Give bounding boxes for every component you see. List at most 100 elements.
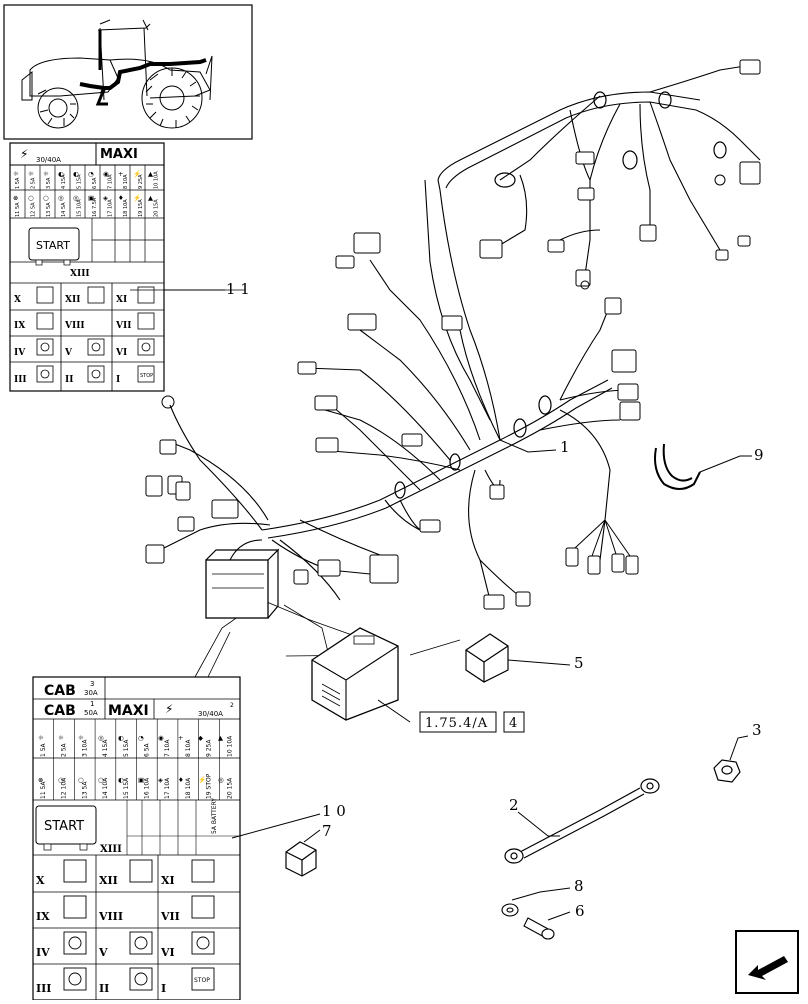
upper-fuse-label: 1 5A (15, 177, 21, 189)
upper-fuse-label: 8 10A (123, 174, 129, 189)
upper-fuse-label: 2 5A (30, 177, 36, 189)
svg-text:▣: ▣ (88, 194, 94, 202)
upper-vii: VII (115, 321, 131, 331)
svg-text:⊗: ⊗ (13, 194, 18, 202)
upper-i: I (116, 375, 120, 385)
lower-xiii: XIII (100, 844, 122, 855)
upper-fuse-label: 14 5A (61, 202, 67, 217)
callout-2: 2 (509, 796, 519, 814)
svg-text:○: ○ (43, 194, 49, 202)
control-unit (311, 627, 399, 721)
svg-text:◐: ◐ (118, 776, 124, 784)
fuse-label-top: 8 10A (185, 739, 192, 757)
callout-6: 6 (575, 902, 585, 920)
fuse-label-top: 7 10A (164, 739, 171, 757)
lower-vii: VII (160, 910, 180, 923)
lower-maxi-label: MAXI (108, 703, 149, 719)
clip-9 (654, 443, 701, 490)
svg-text:⚡: ⚡ (133, 170, 141, 178)
fuse-panel-lower: CAB 3 30A CAB 1 50A MAXI ⚡ 30/40A 2 ☼☼☼ … (32, 676, 241, 1001)
cab-label-1: CAB (44, 683, 76, 699)
svg-text:◉: ◉ (103, 170, 109, 178)
fuse-label-bottom: 19 STOP (206, 773, 213, 799)
svg-text:○: ○ (28, 194, 34, 202)
svg-text:2: 2 (230, 702, 234, 709)
svg-text:☼: ☼ (78, 734, 84, 742)
upper-iv: IV (14, 348, 26, 358)
lower-iii: III (36, 982, 51, 995)
fuse-label-bottom: 15 15A (123, 777, 130, 799)
upper-fuse-label: 10 10A (154, 171, 160, 189)
fuse-label-bottom: 12 10A (61, 777, 68, 799)
lower-x: X (36, 874, 45, 887)
lower-iv: IV (36, 946, 50, 959)
upper-fuse-label: 18 10A (123, 199, 129, 217)
svg-text:☼: ☼ (43, 170, 49, 178)
fuse-label-top: 2 5A (61, 742, 68, 757)
upper-fuse-label: 19 15A (138, 199, 144, 217)
upper-fuse-label: 20 15A (154, 199, 160, 217)
lower-i: I (161, 982, 166, 995)
next-page-arrow-icon[interactable] (735, 930, 799, 994)
svg-text:▲: ▲ (148, 170, 153, 178)
upper-viii: VIII (64, 321, 85, 331)
fuse-label-top: 4 15A (102, 739, 109, 757)
callout-5: 5 (574, 654, 584, 672)
lower-vi: VI (160, 946, 175, 959)
callout-1: 1 (560, 438, 570, 456)
lower-ii: II (99, 982, 109, 995)
callout-9: 9 (754, 446, 764, 464)
svg-text:◈: ◈ (103, 194, 108, 202)
fuse-label-top: 1 5A (40, 742, 47, 757)
upper-ii: II (65, 375, 73, 385)
callout-labels: 1 2 3 5 6 7 8 9 1 0 1 1 (226, 280, 764, 920)
reference-page: 4 (509, 716, 517, 731)
lower-viii: VIII (98, 910, 123, 923)
svg-text:⚡: ⚡ (198, 776, 206, 784)
upper-fuse-label: 5 15A (77, 174, 83, 189)
fuse-label-top: 9 25A (206, 739, 213, 757)
upper-iii: III (14, 375, 27, 385)
fuse-label-top: 6 5A (144, 742, 151, 757)
reference-code: 1.75.4/A (425, 716, 488, 731)
upper-start-label: START (36, 239, 70, 252)
lower-start-label: START (44, 819, 84, 834)
svg-text:⊗: ⊗ (38, 776, 43, 784)
upper-rating: 30/40A (36, 156, 61, 164)
svg-text:1: 1 (90, 700, 94, 708)
upper-fuse-label: 15 10A (77, 199, 83, 217)
fuse-label-top: 3 10A (81, 739, 88, 757)
callout-7: 7 (322, 822, 332, 840)
upper-xi: XI (116, 295, 127, 305)
svg-text:30A: 30A (84, 689, 98, 697)
svg-text:☼: ☼ (13, 170, 19, 178)
washer-8 (501, 903, 519, 917)
svg-text:◔: ◔ (88, 170, 94, 178)
svg-text:+: + (178, 734, 183, 742)
fuse-label-bottom: 11 5A (40, 781, 47, 799)
upper-maxi-label: MAXI (100, 147, 138, 162)
upper-fuse-label: 7 10A (107, 174, 113, 189)
fuse-label-bottom: 18 10A (185, 777, 192, 799)
upper-fuse-label: 11 5A (15, 202, 21, 217)
upper-fuse-label: 3 5A (46, 177, 52, 189)
callout-3: 3 (752, 721, 762, 739)
svg-text:◐: ◐ (58, 170, 64, 178)
lower-ix: IX (36, 910, 50, 923)
lower-xi: XI (161, 874, 175, 887)
main-wiring-harness (145, 59, 761, 619)
svg-text:☼: ☼ (38, 734, 44, 742)
svg-text:◆: ◆ (198, 734, 203, 742)
svg-text:◎: ◎ (218, 776, 224, 784)
upper-fuse-label: 16 7.5A (92, 197, 98, 217)
lower-v: V (98, 946, 108, 959)
svg-text:▲: ▲ (148, 194, 153, 202)
battery-label: 5A BATTERY (211, 798, 218, 834)
upper-xii: XII (65, 295, 80, 305)
fuse-label-bottom: 16 10A (144, 777, 151, 799)
svg-text:3: 3 (90, 680, 94, 688)
svg-text:▣: ▣ (138, 776, 144, 784)
leader-5 (507, 659, 571, 666)
fuse-label-bottom: 14 10A (102, 777, 109, 799)
